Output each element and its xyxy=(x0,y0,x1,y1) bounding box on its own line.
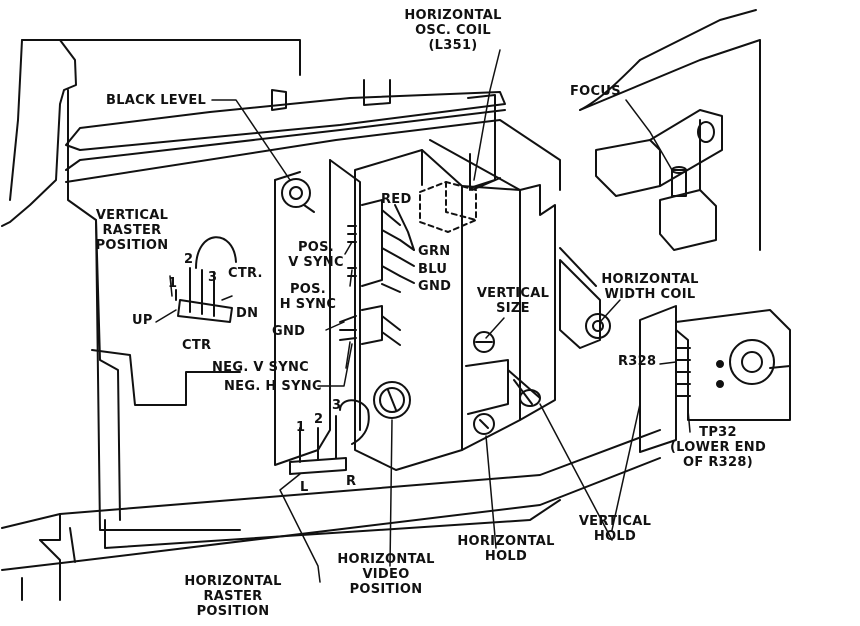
label-line: POS. xyxy=(289,282,327,297)
focus-label: FOCUS xyxy=(570,84,621,99)
up-label: UP xyxy=(132,313,153,328)
label-line: VERTICAL xyxy=(578,514,652,529)
l-label: L xyxy=(300,480,309,495)
label-line: H SYNC xyxy=(279,297,337,312)
neg-v-sync-label: NEG. V SYNC xyxy=(212,360,309,375)
label-line: HOLD xyxy=(484,549,528,564)
label-line: OSC. COIL xyxy=(415,23,491,38)
vertical-raster-position-label: VERTICAL RASTER POSITION xyxy=(96,208,169,253)
gnd-right-label: GND xyxy=(418,279,452,294)
label-line: HORIZONTAL xyxy=(404,8,502,23)
label-line: POSITION xyxy=(95,238,169,253)
vertical-hold-label: VERTICAL HOLD xyxy=(579,514,651,544)
label-line: HORIZONTAL xyxy=(457,534,555,549)
horizontal-osc-coil-label: HORIZONTAL OSC. COIL (L351) xyxy=(404,8,501,53)
label-line: VIDEO xyxy=(362,567,410,582)
tp32-label: TP32 (LOWER END OF R328) xyxy=(670,425,766,470)
label-line: POS. xyxy=(297,240,335,255)
label-line: SIZE xyxy=(496,301,530,316)
label-line: (L351) xyxy=(428,38,478,53)
label-line: POSITION xyxy=(349,582,423,597)
label-line: OF R328) xyxy=(683,455,753,470)
hpin-1-label: 1 xyxy=(296,420,306,435)
red-label: RED xyxy=(381,192,412,207)
gnd-left-label: GND xyxy=(272,324,306,339)
neg-h-sync-label: NEG. H SYNC xyxy=(224,379,322,394)
horizontal-raster-position-label: HORIZONTAL RASTER POSITION xyxy=(184,574,281,619)
hpin-3-label: 3 xyxy=(332,398,342,413)
label-line: TP32 xyxy=(699,425,737,440)
label-line: V SYNC xyxy=(288,255,344,270)
horizontal-hold-label: HORIZONTAL HOLD xyxy=(457,534,554,564)
label-line: RASTER xyxy=(203,589,263,604)
label-line: HORIZONTAL xyxy=(337,552,435,567)
label-line: WIDTH COIL xyxy=(604,287,696,302)
label-line: HORIZONTAL xyxy=(601,272,699,287)
hpin-2-label: 2 xyxy=(314,412,324,427)
vertical-size-label: VERTICAL SIZE xyxy=(477,286,549,316)
ctr-label: CTR xyxy=(182,338,212,353)
pos-h-sync-label: POS. H SYNC xyxy=(280,282,336,312)
label-line: RASTER xyxy=(102,223,162,238)
r328-label: R328 xyxy=(618,354,657,369)
horizontal-width-coil-label: HORIZONTAL WIDTH COIL xyxy=(601,272,698,302)
blu-label: BLU xyxy=(418,262,448,277)
label-line: VERTICAL xyxy=(95,208,169,223)
pos-v-sync-label: POS. V SYNC xyxy=(288,240,344,270)
dn-label: DN xyxy=(236,306,259,321)
ctr-dot-label: CTR. xyxy=(228,266,263,281)
label-line: POSITION xyxy=(196,604,270,619)
label-line: VERTICAL xyxy=(476,286,550,301)
r-label: R xyxy=(346,474,357,489)
pin-2-label: 2 xyxy=(184,252,194,267)
label-line: HORIZONTAL xyxy=(184,574,282,589)
label-line: HOLD xyxy=(593,529,637,544)
grn-label: GRN xyxy=(418,244,451,259)
pin-3-label: 3 xyxy=(208,270,218,285)
black-level-label: BLACK LEVEL xyxy=(106,93,207,108)
label-line: (LOWER END xyxy=(669,440,767,455)
horizontal-video-position-label: HORIZONTAL VIDEO POSITION xyxy=(337,552,434,597)
pin-1-label: 1 xyxy=(168,276,178,291)
